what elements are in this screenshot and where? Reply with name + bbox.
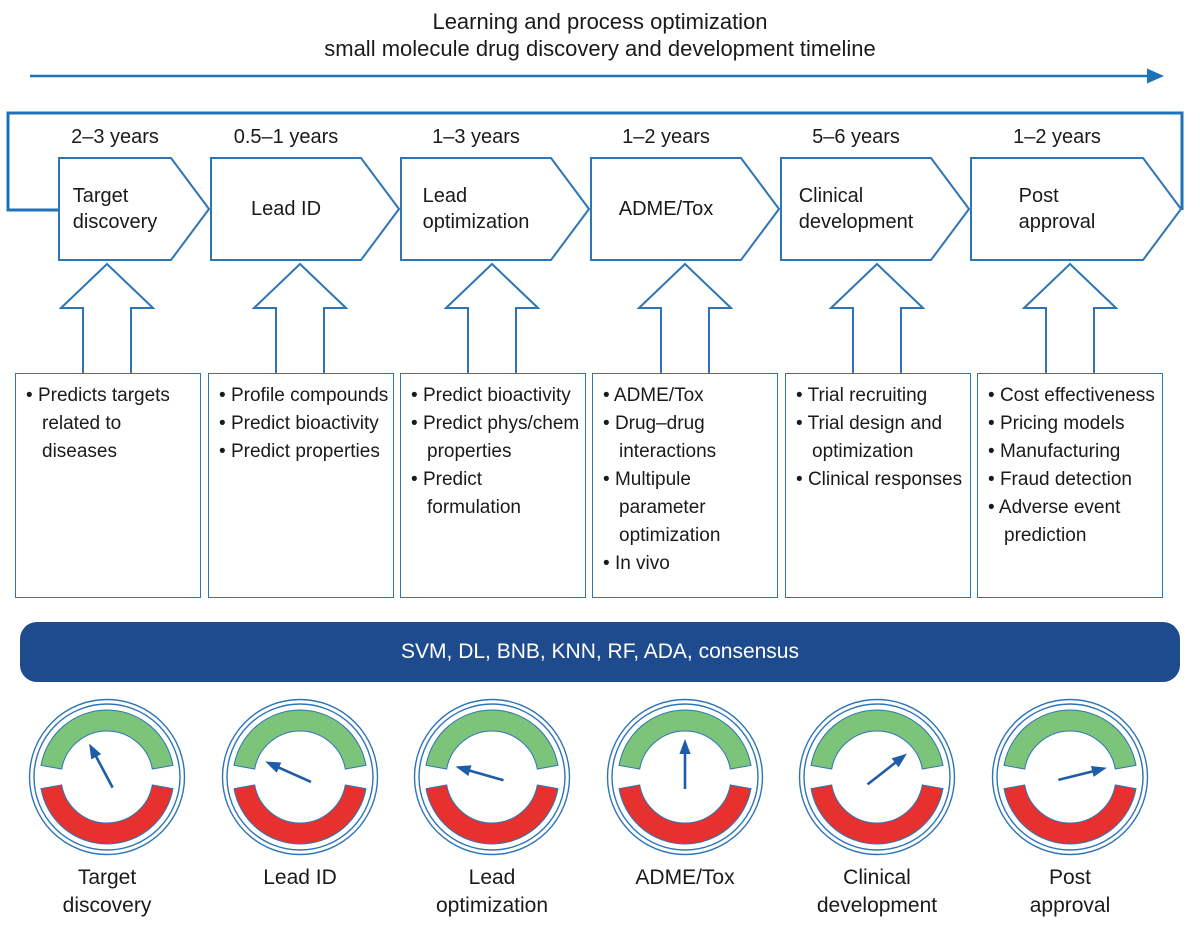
bullet-item: Trial design and optimization bbox=[796, 410, 966, 466]
chevron-shape bbox=[210, 157, 400, 261]
timeline-arrow-icon bbox=[30, 68, 1164, 84]
bullet-item: Predict phys/chem properties bbox=[411, 410, 581, 466]
bullet-item: Trial recruiting bbox=[796, 382, 966, 410]
gauge-needle-icon bbox=[89, 743, 114, 789]
bullet-item: Clinical responses bbox=[796, 466, 966, 494]
stage-name: Clinical development bbox=[798, 185, 914, 233]
gauge-needle-icon bbox=[1058, 766, 1107, 782]
gauge-target-discovery bbox=[22, 692, 192, 862]
bullet-list: Predict bioactivityPredict phys/chem pro… bbox=[401, 374, 585, 530]
chevron-shape bbox=[400, 157, 590, 261]
chevron-lead-optimization: Lead optimization bbox=[400, 157, 590, 261]
bullet-item: Fraud detection bbox=[988, 466, 1158, 494]
up-arrow-icon bbox=[59, 262, 155, 374]
gauge-lead-id bbox=[215, 692, 385, 862]
bullet-item: Profile compounds bbox=[219, 382, 389, 410]
stage-name: Lead ID bbox=[250, 198, 322, 220]
title-line-2: small molecule drug discovery and develo… bbox=[324, 36, 876, 61]
gauge-adme-tox bbox=[600, 692, 770, 862]
bullet-list: Profile compoundsPredict bioactivityPred… bbox=[209, 374, 393, 474]
chevron-clinical-development: Clinical development bbox=[780, 157, 970, 261]
chevron-lead-id: Lead ID bbox=[210, 157, 400, 261]
chevron-shape bbox=[58, 157, 210, 261]
bullet-item: Pricing models bbox=[988, 410, 1158, 438]
bullet-list: Predicts targets related to diseases bbox=[16, 374, 200, 474]
bullet-item: Predict bioactivity bbox=[411, 382, 581, 410]
gauge-post-approval bbox=[985, 692, 1155, 862]
gauge-label-target-discovery: Target discovery bbox=[62, 866, 152, 917]
bullet-list: Trial recruitingTrial design and optimiz… bbox=[786, 374, 970, 502]
gauge-label-lead-optimization: Lead optimization bbox=[435, 866, 549, 917]
stage-name: Target discovery bbox=[72, 185, 158, 233]
stage-duration-clinical-development: 5–6 years bbox=[812, 126, 900, 148]
up-arrow-icon bbox=[444, 262, 540, 374]
stage-duration-lead-id: 0.5–1 years bbox=[233, 126, 339, 148]
gauge-needle-icon bbox=[265, 761, 312, 784]
stage-duration-post-approval: 1–2 years bbox=[1013, 126, 1101, 148]
up-arrow-icon bbox=[252, 262, 348, 374]
bullet-list: Cost effectivenessPricing modelsManufact… bbox=[978, 374, 1162, 558]
gauge-label-lead-id: Lead ID bbox=[263, 866, 337, 889]
bullets-box-clinical-development: Trial recruitingTrial design and optimiz… bbox=[785, 373, 971, 598]
gauge-dial-icon bbox=[413, 698, 571, 856]
chevron-adme-tox: ADME/Tox bbox=[590, 157, 780, 261]
gauge-label-post-approval: Post approval bbox=[1029, 866, 1111, 917]
gauge-dial-icon bbox=[991, 698, 1149, 856]
bullets-box-target-discovery: Predicts targets related to diseases bbox=[15, 373, 201, 598]
stage-duration-target-discovery: 2–3 years bbox=[71, 126, 159, 148]
bullet-item: Drug–drug interactions bbox=[603, 410, 773, 466]
chevron-shape bbox=[590, 157, 780, 261]
bullets-box-lead-optimization: Predict bioactivityPredict phys/chem pro… bbox=[400, 373, 586, 598]
gauge-needle-icon bbox=[455, 765, 504, 782]
chevron-post-approval: Post approval bbox=[970, 157, 1182, 261]
gauge-needle-icon bbox=[679, 739, 691, 789]
chevron-shape bbox=[970, 157, 1182, 261]
gauge-needle-icon bbox=[866, 753, 907, 786]
stage-name: ADME/Tox bbox=[618, 198, 714, 220]
gauge-lead-optimization bbox=[407, 692, 577, 862]
chevron-target-discovery: Target discovery bbox=[58, 157, 210, 261]
up-arrow-icon bbox=[829, 262, 925, 374]
chevron-shape bbox=[780, 157, 970, 261]
stage-duration-lead-optimization: 1–3 years bbox=[432, 126, 520, 148]
bullets-box-lead-id: Profile compoundsPredict bioactivityPred… bbox=[208, 373, 394, 598]
gauge-label-adme-tox: ADME/Tox bbox=[635, 866, 735, 889]
bullet-item: Cost effectiveness bbox=[988, 382, 1158, 410]
gauge-dial-icon bbox=[798, 698, 956, 856]
bullets-box-adme-tox: ADME/ToxDrug–drug interactionsMultipule … bbox=[592, 373, 778, 598]
diagram-title: Learning and process optimization small … bbox=[0, 8, 1200, 62]
gauge-label-clinical-development: Clinical development bbox=[816, 866, 938, 917]
stage-name: Post approval bbox=[1018, 185, 1096, 233]
bullet-item: In vivo bbox=[603, 550, 773, 578]
gauge-clinical-development bbox=[792, 692, 962, 862]
bullet-list: ADME/ToxDrug–drug interactionsMultipule … bbox=[593, 374, 777, 586]
bullet-item: Predict bioactivity bbox=[219, 410, 389, 438]
bullet-item: Adverse event prediction bbox=[988, 494, 1158, 550]
bullet-item: Predict formulation bbox=[411, 466, 581, 522]
bullet-item: ADME/Tox bbox=[603, 382, 773, 410]
bullet-item: Predicts targets related to diseases bbox=[26, 382, 196, 466]
ml-algorithms-label: SVM, DL, BNB, KNN, RF, ADA, consensus bbox=[401, 640, 799, 663]
title-line-1: Learning and process optimization bbox=[432, 9, 768, 34]
gauge-dial-icon bbox=[606, 698, 764, 856]
up-arrow-icon bbox=[1022, 262, 1118, 374]
gauge-dial-icon bbox=[221, 698, 379, 856]
gauge-dial-icon bbox=[28, 698, 186, 856]
bullets-box-post-approval: Cost effectivenessPricing modelsManufact… bbox=[977, 373, 1163, 598]
ml-algorithms-bar: SVM, DL, BNB, KNN, RF, ADA, consensus bbox=[20, 622, 1180, 682]
up-arrow-icon bbox=[637, 262, 733, 374]
bullet-item: Manufacturing bbox=[988, 438, 1158, 466]
bullet-item: Predict properties bbox=[219, 438, 389, 466]
bullet-item: Multipule parameter optimization bbox=[603, 466, 773, 550]
stage-name: Lead optimization bbox=[422, 185, 530, 233]
stage-duration-adme-tox: 1–2 years bbox=[622, 126, 710, 148]
